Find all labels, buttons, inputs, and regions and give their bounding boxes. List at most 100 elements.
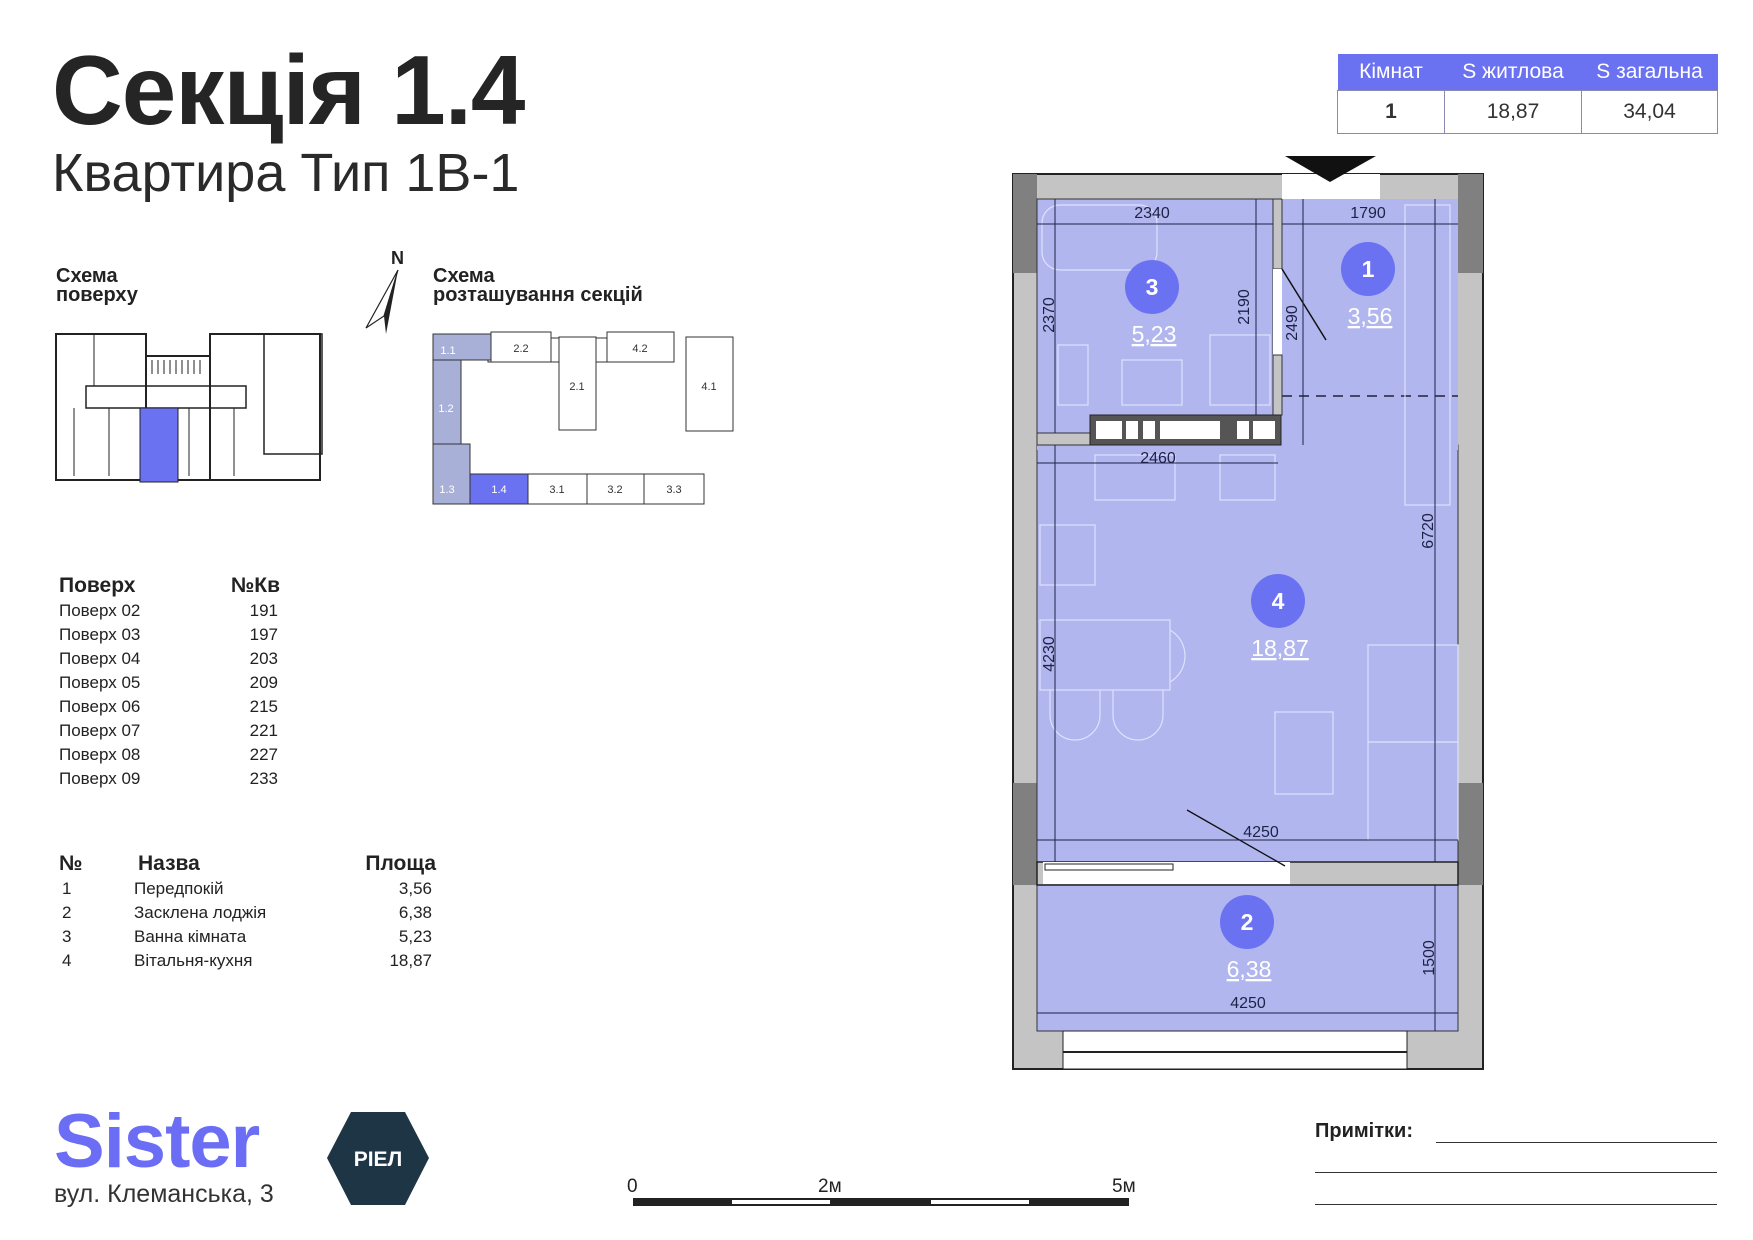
section-4-1: 4.1: [701, 381, 716, 393]
notes-line[interactable]: [1436, 1142, 1717, 1143]
dim-4230: 4230: [1041, 636, 1058, 672]
dim-2370: 2370: [1041, 297, 1058, 333]
room-marker-area: 18,87: [1251, 635, 1309, 661]
dim-2460: 2460: [1140, 450, 1176, 467]
dim-1790: 1790: [1350, 205, 1386, 222]
floor-row: Поверх 06: [59, 697, 140, 721]
highlighted-apartment: [139, 407, 179, 483]
dim-4250-living: 4250: [1243, 824, 1279, 841]
room-marker-1: [1341, 242, 1395, 296]
section-schema-label-2: розташування секцій: [433, 284, 643, 306]
dim-1500: 1500: [1421, 940, 1438, 976]
section-3-3: 3.3: [666, 484, 681, 496]
floor-row: Поверх 04: [59, 649, 140, 673]
rooms-header-name: Назва: [138, 852, 200, 875]
rooms-header-num: №: [59, 852, 83, 875]
developer-badge: РІЕЛ: [327, 1112, 429, 1205]
room-name: Засклена лоджія: [134, 903, 267, 922]
north-label: N: [391, 248, 404, 268]
notes-line[interactable]: [1315, 1172, 1717, 1173]
section-1-2: 1.2: [438, 403, 453, 415]
floor-apt-number: 215: [249, 697, 278, 716]
floor-schema: [55, 333, 323, 483]
room-marker-area: 5,23: [1132, 321, 1177, 347]
room-marker-area: 6,38: [1227, 956, 1272, 982]
floors-header-floor: Поверх: [59, 574, 136, 597]
room-area: 5,23: [398, 927, 432, 946]
section-2-2: 2.2: [513, 343, 528, 355]
dim-4250-loggia: 4250: [1230, 995, 1266, 1012]
room-loggia: [1036, 884, 1459, 1032]
section-schema-label: Схема розташування секцій: [433, 265, 643, 306]
floor-apt-number: 221: [249, 721, 278, 740]
room-marker-number: 2: [1241, 909, 1254, 935]
floor-row: Поверх 05: [59, 673, 140, 697]
room-area: 3,56: [398, 879, 432, 898]
dim-6720: 6720: [1420, 513, 1437, 549]
header-rooms: Кімнат: [1337, 54, 1445, 91]
living-area: 18,87: [1444, 90, 1582, 134]
floor-apt-number: 227: [249, 745, 278, 764]
dim-2340: 2340: [1134, 205, 1170, 222]
notes-line[interactable]: [1315, 1204, 1717, 1205]
floor-row: Поверх 09: [59, 769, 140, 793]
room-marker-3: [1125, 260, 1179, 314]
room-hallway: [1282, 199, 1458, 445]
room-area: 18,87: [389, 951, 432, 970]
room-area: 6,38: [398, 903, 432, 922]
rooms-count: 1: [1337, 90, 1445, 134]
room-name: Ванна кімната: [134, 927, 247, 946]
room-marker-area: 3,56: [1348, 303, 1393, 329]
section-1-1: 1.1: [440, 345, 455, 357]
section-3-2: 3.2: [607, 484, 622, 496]
floor-name: Поверх 04: [59, 649, 141, 668]
room-marker-2: [1220, 895, 1274, 949]
floor-name: Поверх 07: [59, 721, 141, 740]
floor-row: Поверх 02: [59, 601, 140, 625]
floor-name: Поверх 02: [59, 601, 141, 620]
section-schema: 1.1 2.2 2.1 4.2 4.1 1.2 1.3 1.4 3.1 3.2 …: [432, 331, 734, 505]
section-1-4: 1.4: [491, 484, 506, 496]
dim-2190: 2190: [1236, 289, 1253, 325]
badge-text: РІЕЛ: [354, 1148, 403, 1171]
room-num: 2: [62, 903, 72, 922]
scale-5m: 5м: [1112, 1176, 1136, 1197]
floor-apt-number: 191: [249, 601, 278, 620]
entrance-arrow-icon: [1285, 156, 1376, 182]
floor-name: Поверх 05: [59, 673, 141, 692]
floor-schema-label-2: поверху: [56, 284, 138, 306]
room-bathroom: [1036, 198, 1274, 434]
room-marker-number: 3: [1146, 274, 1159, 300]
room-name: Передпокій: [134, 879, 224, 898]
section-schema-label-1: Схема: [433, 265, 495, 287]
room-num: 1: [62, 879, 72, 898]
floor-name: Поверх 06: [59, 697, 141, 716]
floor-name: Поверх 03: [59, 625, 141, 644]
section-1-3: 1.3: [439, 484, 454, 496]
floor-apt-number: 209: [249, 673, 278, 692]
room-num: 4: [62, 951, 72, 970]
notes-label: Примітки:: [1315, 1120, 1413, 1142]
header-living-area: S житлова: [1444, 54, 1582, 91]
floor-apt-number: 233: [249, 769, 278, 788]
north-arrow-icon: [365, 269, 399, 334]
section-3-1: 3.1: [549, 484, 564, 496]
floor-row: Поверх 03: [59, 625, 140, 649]
floor-apt-number: 203: [249, 649, 278, 668]
floor-row: Поверх 07: [59, 721, 140, 745]
page-title: Секція 1.4: [52, 35, 525, 145]
total-area: 34,04: [1581, 90, 1718, 134]
section-4-2: 4.2: [632, 343, 647, 355]
floor-apt-number: 197: [249, 625, 278, 644]
brand-logo: Sister: [54, 1099, 260, 1184]
header-total-area: S загальна: [1581, 54, 1718, 91]
room-living-kitchen: [1036, 444, 1459, 863]
room-marker-4: [1251, 574, 1305, 628]
dim-2490: 2490: [1284, 305, 1301, 341]
scale-0: 0: [627, 1176, 638, 1197]
floors-header-apt: №Кв: [230, 574, 280, 597]
room-marker-number: 1: [1362, 256, 1375, 282]
scale-2m: 2м: [818, 1176, 842, 1197]
room-name: Вітальня-кухня: [134, 951, 253, 970]
floor-schema-label: Схема поверху: [56, 266, 138, 306]
